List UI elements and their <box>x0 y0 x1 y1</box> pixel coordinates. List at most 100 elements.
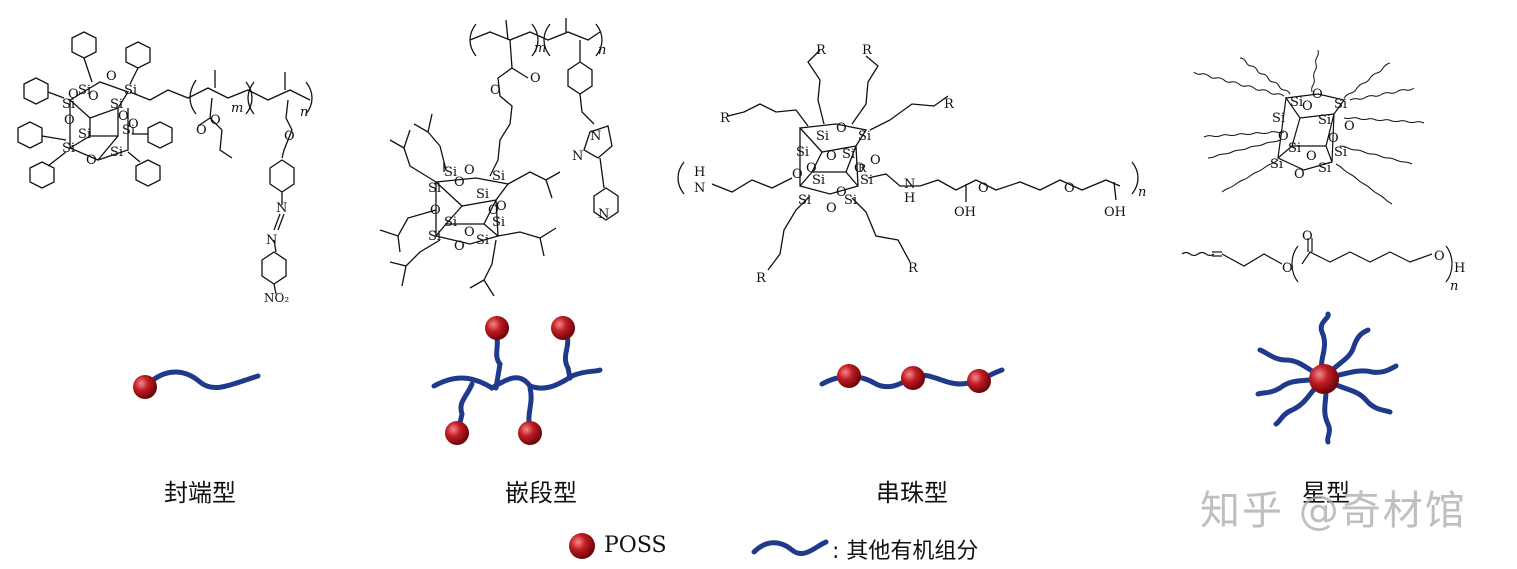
h-atom: H <box>904 191 915 206</box>
r-group: R <box>908 261 919 276</box>
si-atom: Si <box>844 193 857 208</box>
n-atom: N <box>590 129 601 144</box>
legend-chain-swatch <box>751 539 829 557</box>
label-block: 嵌段型 <box>505 479 577 507</box>
r-group: R <box>858 162 867 175</box>
n-atom: N <box>276 201 287 216</box>
n-index: n <box>1450 279 1458 294</box>
si-atom: Si <box>816 129 829 144</box>
legend-poss-label: POSS <box>604 533 667 558</box>
legend <box>569 533 829 559</box>
organic-chain <box>1321 375 1393 415</box>
si-atom: Si <box>1288 141 1301 156</box>
o-atom: O <box>854 161 865 176</box>
si-atom: Si <box>1318 113 1331 128</box>
o-atom: O <box>196 123 207 138</box>
o-atom: O <box>1294 167 1305 182</box>
o-atom: O <box>1306 149 1317 164</box>
si-atom: Si <box>1270 157 1283 172</box>
o-atom: O <box>530 71 541 86</box>
si-atom: Si <box>1334 145 1347 160</box>
o-atom: O <box>1302 99 1313 114</box>
o-atom: O <box>836 185 847 200</box>
o-atom: O <box>86 153 97 168</box>
n-atom: N <box>694 181 705 196</box>
o-atom: O <box>454 239 465 254</box>
block-structure <box>379 18 619 297</box>
si-atom: Si <box>842 147 855 162</box>
o-atom: O <box>1328 131 1339 146</box>
si-atom: Si <box>476 187 489 202</box>
organic-chain <box>1321 327 1371 381</box>
si-atom: Si <box>812 173 825 188</box>
poss-ball <box>837 364 861 388</box>
si-atom: Si <box>428 181 441 196</box>
phenyl-rings <box>17 31 173 189</box>
oh-group: OH <box>954 205 976 220</box>
end-capped-atoms: Si Si Si Si Si Si Si Si O O O O O O O O … <box>62 69 308 305</box>
si-atom: Si <box>62 97 75 112</box>
si-atom: Si <box>858 129 871 144</box>
si-atom: Si <box>1318 161 1331 176</box>
poss-ball <box>901 366 925 390</box>
star-structure <box>1181 49 1453 283</box>
o-atom: O <box>792 167 803 182</box>
si-atom: Si <box>444 165 457 180</box>
o-atom: O <box>118 109 129 124</box>
block-atoms: Si Si Si Si Si Si Si Si O O O O O O O O … <box>428 41 609 254</box>
r-group: R <box>756 271 767 286</box>
poss-ball <box>1309 364 1339 394</box>
o-atom: O <box>210 113 221 128</box>
n-atom: H <box>694 165 705 180</box>
m-index: m <box>231 101 243 116</box>
o-atom: O <box>68 87 79 102</box>
organic-chain <box>1321 363 1399 381</box>
o-atom: O <box>826 201 837 216</box>
si-atom: Si <box>444 215 457 230</box>
legend-poss-ball <box>569 533 595 559</box>
star-atoms: Si Si Si Si Si Si Si Si O O O O O O O O … <box>1270 87 1465 294</box>
poss-ball <box>133 375 157 399</box>
si-atom: Si <box>1334 97 1347 112</box>
o-atom: O <box>128 117 139 132</box>
organic-chain <box>1318 311 1331 381</box>
si-atom: Si <box>78 83 91 98</box>
legend-chain-label: : 其他有机组分 <box>832 539 979 564</box>
si-atom: Si <box>78 127 91 142</box>
n-index: n <box>300 105 308 120</box>
o-atom: O <box>1278 129 1289 144</box>
organic-chain <box>431 367 603 391</box>
o-atom: O <box>1302 229 1313 244</box>
si-atom: Si <box>110 97 123 112</box>
n-index: n <box>598 43 606 58</box>
pendant-structure <box>677 49 1139 271</box>
o-atom: O <box>1344 119 1355 134</box>
poss-ball <box>551 316 575 340</box>
o-atom: O <box>106 69 117 84</box>
si-atom: Si <box>122 123 135 138</box>
o-atom: O <box>1282 261 1293 276</box>
block-cartoon <box>431 327 603 435</box>
o-atom: O <box>496 199 507 214</box>
o-atom: O <box>430 203 441 218</box>
si-atom: Si <box>798 193 811 208</box>
n-index: n <box>1138 185 1146 200</box>
si-atom: Si <box>1290 95 1303 110</box>
o-atom: O <box>978 181 989 196</box>
label-end-capped: 封端型 <box>164 479 236 507</box>
o-atom: O <box>826 149 837 164</box>
end-capped-structure <box>17 31 313 295</box>
o-atom: O <box>490 83 501 98</box>
pendant-atoms: Si Si Si Si Si Si Si Si O O O O O O O O … <box>694 43 1146 286</box>
poss-ball <box>967 369 991 393</box>
end-capped-cartoon <box>133 369 261 399</box>
organic-chain <box>143 369 261 391</box>
o-atom: O <box>454 175 465 190</box>
wavy-arms <box>1193 49 1425 205</box>
label-star: 星型 <box>1302 479 1350 507</box>
r-group: R <box>816 43 827 58</box>
si-atom: Si <box>492 215 505 230</box>
o-atom: O <box>836 121 847 136</box>
r-group: R <box>944 97 955 112</box>
